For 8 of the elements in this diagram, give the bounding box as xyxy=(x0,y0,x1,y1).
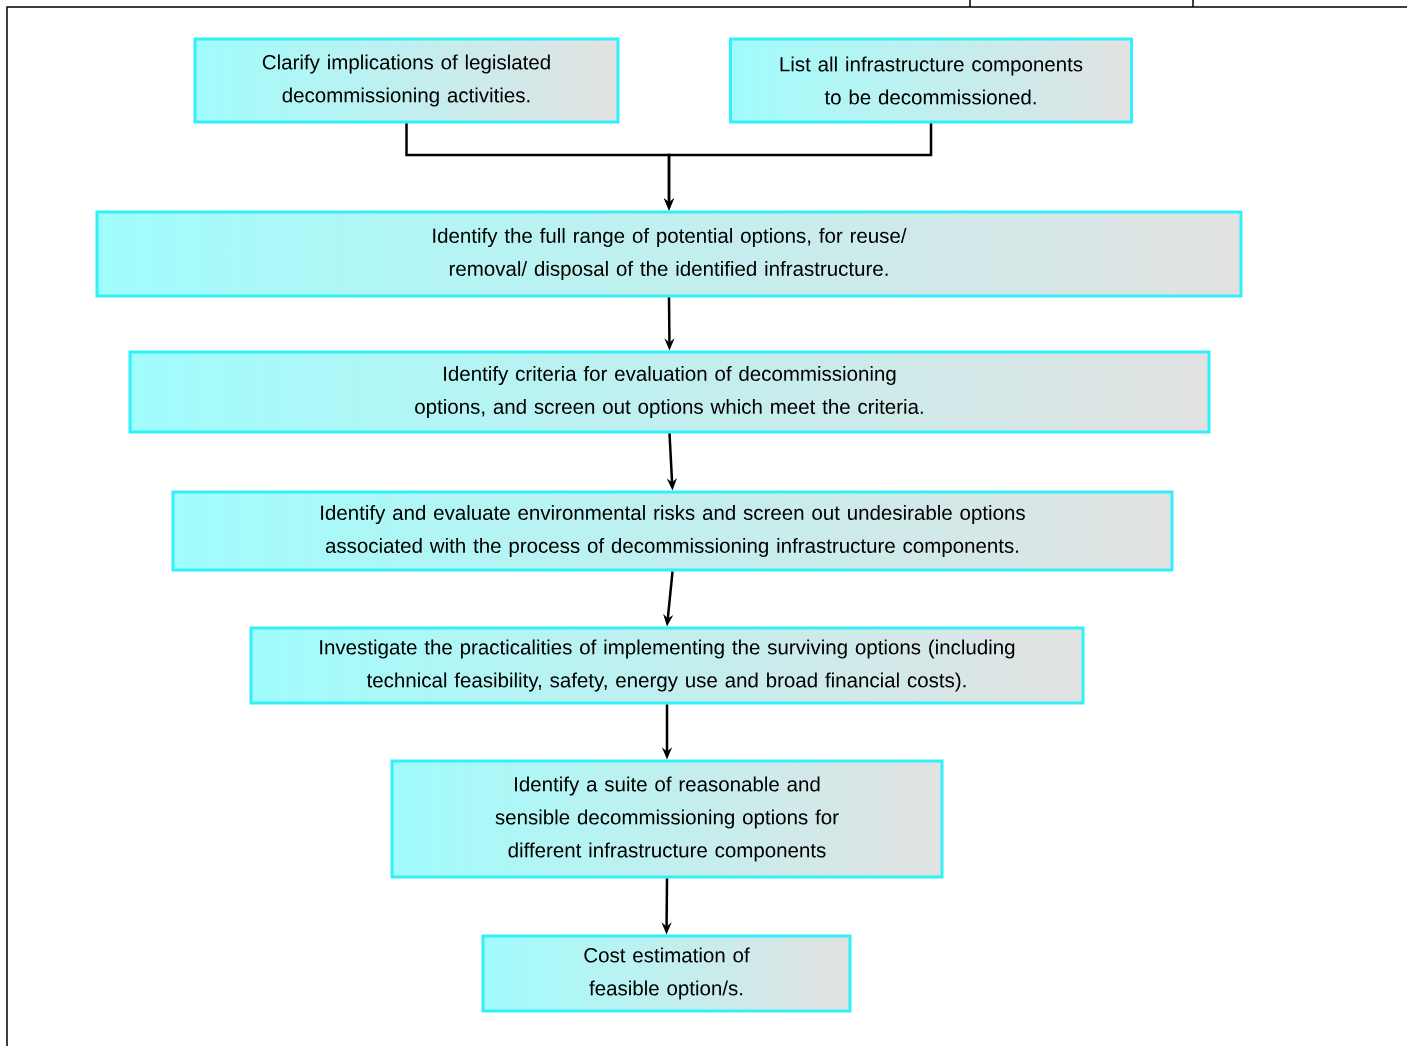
process-box: List all infrastructure components to be decommissioned. xyxy=(729,37,1133,124)
process-box: Identify criteria for evaluation of decommissioning options, and screen out options which meet the criteria. xyxy=(128,350,1211,434)
process-box: Identify and evaluate environmental risks and screen out undesirable options associated with the process of decommissioning infrastructure components. xyxy=(171,490,1174,572)
process-box: Identify the full range of potential options, for reuse/ removal/ disposal of the identified infrastructure. xyxy=(95,210,1243,298)
process-box: Cost estimation of feasible option/s. xyxy=(481,934,852,1013)
process-box: Clarify implications of legislated decommissioning activities. xyxy=(193,37,620,124)
process-box: Identify a suite of reasonable and sensible decommissioning options for different infrastructure components xyxy=(390,759,944,879)
process-box: Investigate the practicalities of implementing the surviving options (including technical feasibility, safety, energy use and broad financial costs). xyxy=(249,626,1085,705)
